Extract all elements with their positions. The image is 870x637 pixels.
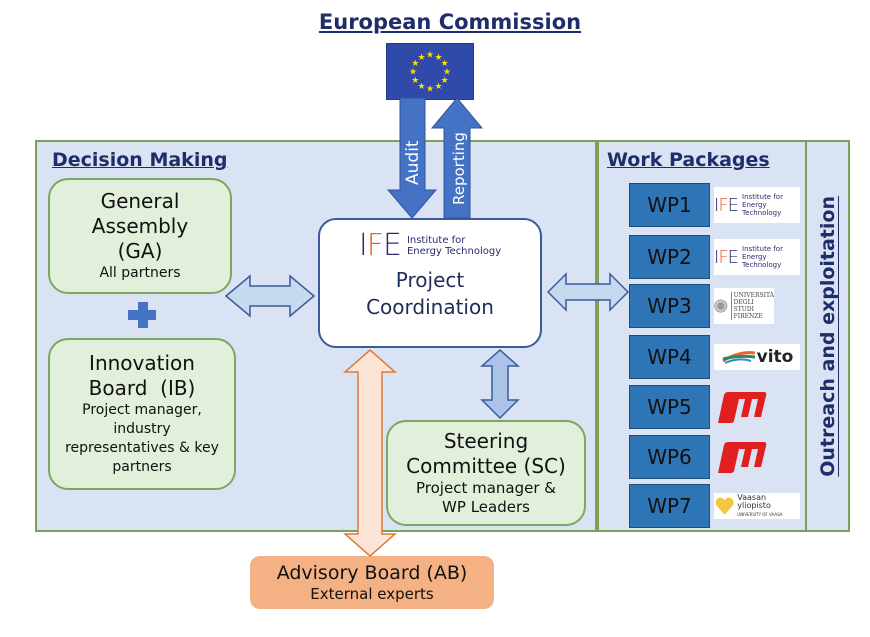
eu-star-icon: ★ (417, 82, 425, 92)
ife-logo-mark: IFE (358, 228, 402, 263)
ga-line1: General (100, 189, 180, 213)
ib-line1: Innovation (89, 351, 195, 375)
ife-logo-text1: Institute for (406, 234, 466, 246)
logo-text: Energy Technology (742, 253, 782, 269)
wp-label: WP6 (629, 435, 710, 479)
logo-text: UNIVERSITÀ (733, 292, 774, 299)
general-assembly-box: General Assembly (GA) All partners (48, 178, 232, 294)
ife-logo-text2: Energy Technology (406, 245, 502, 257)
pc-line1: Project (395, 268, 465, 292)
ib-sub1: Project manager, (82, 402, 202, 418)
wp-label: WP2 (629, 235, 710, 279)
outreach-title-container: Outreach and exploitation (805, 140, 850, 532)
eu-star-icon: ★ (411, 76, 419, 86)
eu-star-icon: ★ (434, 53, 442, 63)
logo-text: Energy Technology (742, 201, 782, 217)
ib-sub3: representatives & key (65, 440, 219, 456)
logo-text: Institute for (742, 245, 783, 253)
vaasa-heart-icon (715, 497, 734, 515)
ga-line2: Assembly (91, 214, 189, 238)
sc-line2: Committee (SC) (406, 454, 566, 478)
logo-text: Institute for (742, 193, 783, 201)
logo-text: DEGLI STUDI (733, 299, 754, 313)
red-logo-icon (718, 442, 767, 473)
vito-logo: vito (714, 344, 800, 370)
ib-line2: Board (IB) (88, 376, 196, 400)
eu-star-icon: ★ (409, 68, 417, 78)
red-partner-logo (714, 388, 770, 426)
ga-line3: (GA) (117, 239, 163, 263)
ga-subtitle: All partners (99, 265, 181, 281)
eu-star-icon: ★ (426, 51, 434, 61)
wp-label: WP1 (629, 183, 710, 227)
ab-title: Advisory Board (AB) (276, 561, 468, 584)
project-coordination-box: IFE Institute for Energy Technology Proj… (318, 218, 542, 348)
work-packages-title: Work Packages (607, 149, 770, 171)
eu-star-icon: ★ (441, 59, 449, 69)
logo-text: UNIVERSITY OF VAASA (737, 511, 783, 517)
red-partner-logo (714, 438, 770, 476)
red-logo-icon (718, 392, 767, 423)
eu-star-icon: ★ (426, 85, 434, 95)
ib-sub4: partners (112, 459, 172, 475)
european-commission-title: European Commission (318, 10, 582, 34)
logo-text: Vaasan yliopisto (737, 493, 771, 510)
eu-flag-icon: ★★★★★★★★★★★★ (386, 43, 474, 100)
ib-sub2: industry (113, 421, 171, 437)
wp-label: WP3 (629, 284, 710, 328)
wp-row-5: WP5 (629, 385, 801, 429)
wp-label: WP4 (629, 335, 710, 379)
eu-star-icon: ★ (443, 68, 451, 78)
wp-label: WP7 (629, 484, 710, 528)
logo-text: FIRENZE (733, 313, 763, 320)
sc-sub1: Project manager & (416, 479, 556, 497)
sc-line1: Steering (443, 429, 529, 453)
pc-line2: Coordination (366, 295, 494, 319)
wp-row-4: WP4 vito (629, 335, 801, 379)
outreach-title: Outreach and exploitation (816, 195, 839, 477)
logo-text: vito (756, 347, 794, 367)
eu-star-icon: ★ (434, 82, 442, 92)
eu-star-icon: ★ (417, 53, 425, 63)
outreach-panel (805, 140, 850, 532)
unifi-seal-icon (714, 299, 728, 313)
eu-star-icon: ★ (411, 59, 419, 69)
sc-sub2: WP Leaders (442, 498, 530, 516)
innovation-board-box: Innovation Board (IB) Project manager, i… (48, 338, 236, 490)
wp-label: WP5 (629, 385, 710, 429)
eu-star-icon: ★ (441, 76, 449, 86)
steering-committee-box: Steering Committee (SC) Project manager … (386, 420, 586, 526)
decision-making-title: Decision Making (52, 149, 228, 171)
advisory-board-box: Advisory Board (AB) External experts (250, 556, 494, 609)
ife-logo: IFE Institute for Energy Technology (359, 228, 501, 263)
wp-row-6: WP6 (629, 435, 801, 479)
vito-swoosh-icon (721, 351, 755, 364)
ab-subtitle: External experts (310, 584, 434, 603)
